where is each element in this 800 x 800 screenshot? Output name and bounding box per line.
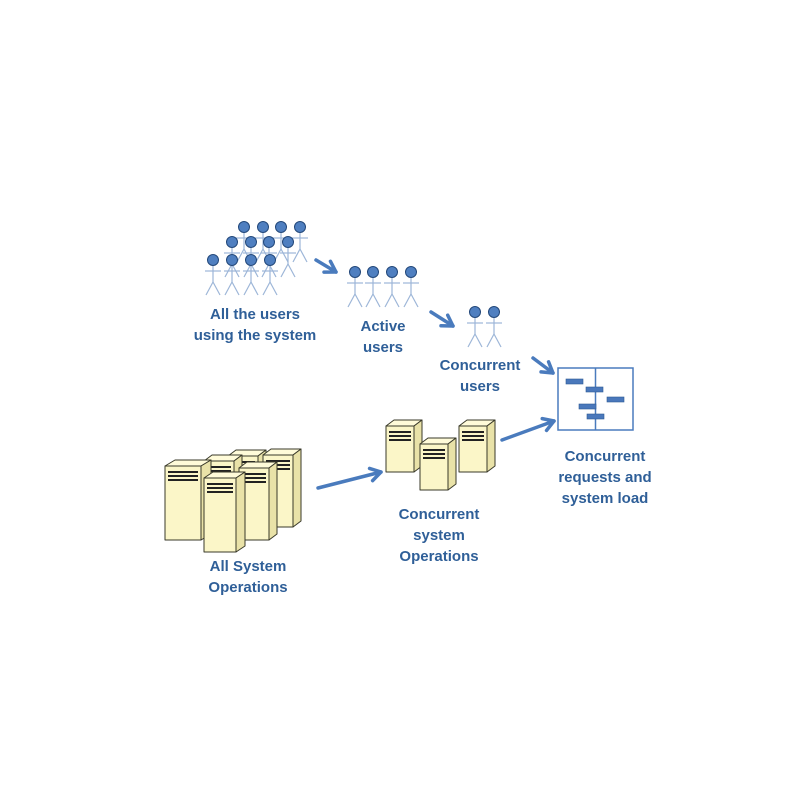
person-all-11 <box>243 254 259 296</box>
arrow-users-to-load <box>531 356 555 375</box>
flow-arrows <box>314 258 556 490</box>
load-bar-1 <box>565 378 584 385</box>
load-bar-4 <box>578 403 597 410</box>
person-concurrent-2 <box>486 306 502 348</box>
system-load-box-icon <box>557 367 634 431</box>
person-all-4 <box>292 221 308 263</box>
label-all-users: All the users using the system <box>193 306 317 344</box>
person-all-9 <box>205 254 221 296</box>
load-bar-5 <box>586 413 605 420</box>
label-concurrent-requests: Concurrent requests and system load <box>558 448 652 507</box>
server-concurrent-2 <box>419 437 457 491</box>
label-all-operations: All System Operations <box>208 558 288 596</box>
arrow-active-to-concurrent <box>429 310 455 328</box>
server-concurrent-3 <box>458 419 496 473</box>
person-active-3 <box>384 266 400 308</box>
person-concurrent-1 <box>467 306 483 348</box>
person-all-2 <box>255 221 271 263</box>
label-active-users: Active users <box>360 318 406 356</box>
server-all-6 <box>203 471 246 553</box>
person-all-10 <box>224 254 240 296</box>
person-active-4 <box>403 266 419 308</box>
person-active-1 <box>347 266 363 308</box>
server-concurrent-1 <box>385 419 423 473</box>
arrow-all-to-active <box>314 258 338 274</box>
arrow-concurrent-ops-to-load <box>500 416 556 442</box>
person-all-6 <box>243 236 259 278</box>
server-groups <box>164 419 496 553</box>
person-all-3 <box>273 221 289 263</box>
label-concurrent-operations: Concurrent system Operations <box>398 506 480 565</box>
load-bar-3 <box>606 396 625 403</box>
person-all-1 <box>236 221 252 263</box>
person-all-12 <box>262 254 278 296</box>
user-groups <box>205 221 502 348</box>
load-bar-2 <box>585 386 604 393</box>
person-active-2 <box>365 266 381 308</box>
person-all-8 <box>280 236 296 278</box>
arrow-operations-to-concurrent <box>316 466 383 490</box>
label-concurrent-users: Concurrent users <box>439 357 521 395</box>
